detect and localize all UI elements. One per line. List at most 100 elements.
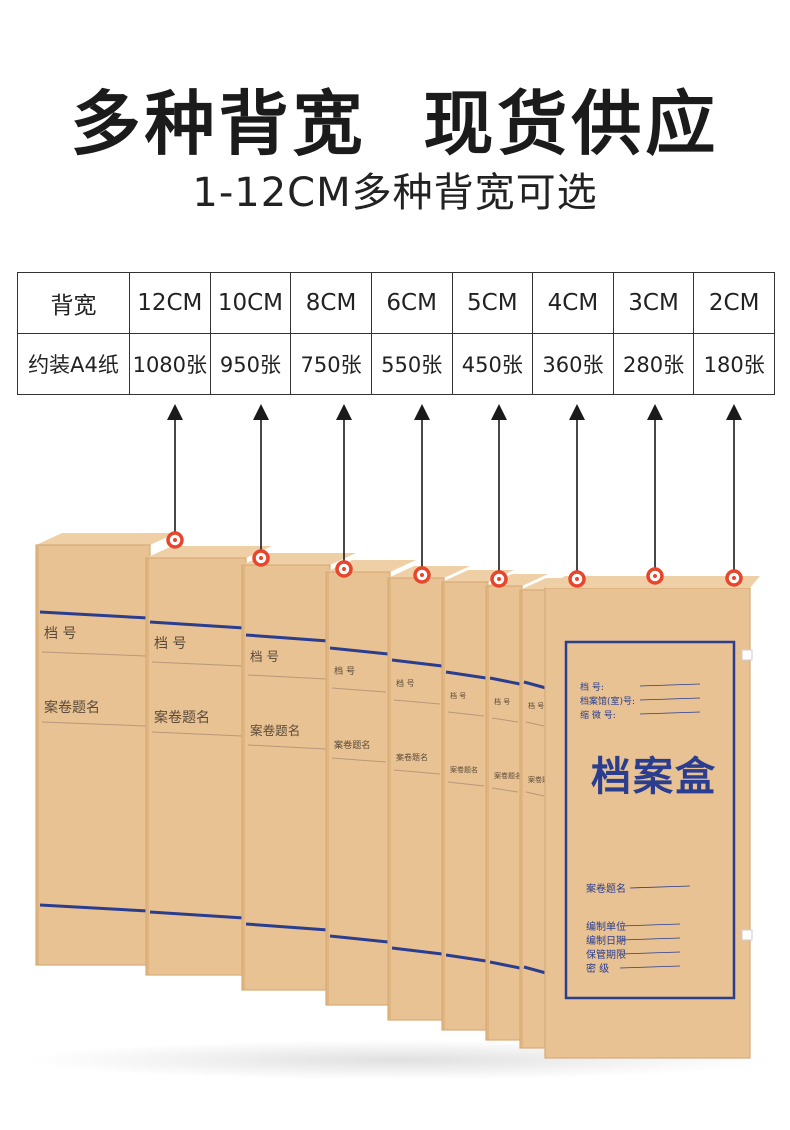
front-field-underline: [639, 697, 701, 701]
blue-band-top: [245, 633, 329, 643]
box-spine-face: [519, 589, 549, 1049]
box-edge: [520, 590, 523, 1048]
closure-tab: [741, 929, 753, 941]
width-cell: 2CM: [693, 272, 775, 334]
width-indicator-arrow: [335, 404, 353, 578]
spine-number-label: 档 号: [44, 626, 76, 642]
spine-number-label: 档 号: [250, 649, 279, 664]
box-edge: [146, 558, 149, 975]
front-field-archive: 档案馆(室)号:: [580, 695, 635, 707]
box-edge: [326, 572, 329, 1005]
box-edge: [388, 578, 391, 1020]
width-indicator-arrow: [568, 404, 586, 588]
width-indicator-arrow: [252, 404, 270, 567]
front-field-secret: 密 级: [586, 962, 609, 975]
field-line: [247, 674, 327, 680]
front-field-underline: [619, 951, 681, 955]
capacity-cell: 180张: [693, 333, 775, 395]
field-line: [447, 711, 485, 717]
red-marker-center: [259, 556, 263, 560]
blue-band-top: [445, 670, 487, 680]
blue-band-top: [523, 680, 547, 690]
box-edge: [36, 545, 39, 965]
capacity-cell: 550张: [370, 333, 453, 395]
closure-tab: [741, 649, 753, 661]
box-spine-face: [441, 581, 489, 1031]
spine-number-label: 档 号: [494, 697, 510, 706]
box-top: [242, 553, 356, 565]
spine-number-label: 档 号: [154, 636, 186, 652]
field-line: [331, 757, 387, 763]
field-line: [41, 651, 147, 657]
width-cell: 6CM: [370, 272, 453, 334]
width-row-label: 背宽: [17, 272, 130, 334]
spine-width-table: 背宽 12CM 10CM 8CM 6CM 5CM 4CM 3CM 2CM 约装A…: [17, 272, 775, 395]
capacity-cell: 280张: [612, 333, 695, 395]
spine-title-label: 案卷题名: [154, 709, 210, 726]
width-indicator-arrow: [490, 404, 508, 588]
blue-band-bottom: [523, 965, 547, 975]
field-line: [151, 731, 243, 737]
width-cell: 12CM: [129, 272, 211, 334]
width-cell: 8CM: [290, 272, 372, 334]
width-indicator-arrow: [725, 404, 743, 587]
red-marker-center: [653, 574, 657, 578]
spine-number-label: 档 号: [450, 691, 466, 700]
red-marker-center: [342, 567, 346, 571]
subheadline: 1-12CM多种背宽可选: [192, 170, 598, 216]
blue-band-bottom: [39, 903, 149, 913]
box-spine-face: [35, 544, 151, 966]
blue-band-top: [489, 676, 521, 686]
front-field-underline: [619, 923, 681, 927]
blue-band-bottom: [391, 946, 443, 956]
capacity-cell: 950张: [209, 333, 292, 395]
spine-title-label: 案卷题名: [44, 699, 100, 716]
field-line: [393, 699, 441, 705]
red-marker-center: [732, 576, 736, 580]
blue-band-top: [149, 620, 245, 630]
blue-band-bottom: [489, 960, 521, 970]
field-line: [525, 721, 545, 727]
spine-title-label: 案卷题名: [334, 739, 371, 751]
front-field-title: 案卷题名: [586, 882, 626, 895]
front-field-period: 保管期限: [586, 948, 626, 961]
spine-title-label: 案卷题名: [396, 752, 428, 762]
spine-title-label: 案卷题名: [494, 771, 522, 780]
spine-title-label: 案卷题名: [528, 775, 556, 784]
blue-band-top: [391, 658, 443, 668]
field-line: [525, 791, 545, 797]
spine-title-label: 案卷题名: [250, 723, 300, 738]
capacity-cell: 450张: [451, 333, 534, 395]
field-line: [41, 721, 147, 727]
box-top: [146, 546, 272, 558]
front-field-unit: 编制单位: [586, 920, 626, 933]
front-field-number: 档 号:: [580, 681, 604, 693]
headline: 多种背宽 现货供应: [70, 83, 720, 165]
field-line: [331, 687, 387, 693]
width-indicator-arrow: [646, 404, 664, 585]
field-line: [247, 744, 327, 750]
box-top: [36, 533, 176, 545]
spine-title-label: 案卷题名: [450, 765, 478, 774]
field-line: [491, 787, 519, 793]
capacity-cell: 1080张: [129, 333, 211, 395]
blue-band-top: [329, 646, 389, 656]
spine-number-label: 档 号: [396, 678, 415, 688]
field-line: [491, 717, 519, 723]
red-marker-center: [420, 573, 424, 577]
box-front-face: [544, 587, 751, 1059]
red-marker-center: [173, 538, 177, 542]
front-field-date: 编制日期: [586, 934, 626, 947]
box-edge: [486, 586, 489, 1040]
capacity-row-label: 约装A4纸: [17, 333, 130, 395]
width-indicator-arrow: [413, 404, 431, 584]
field-line: [151, 661, 243, 667]
box-spine-face: [485, 585, 523, 1041]
front-field-underline: [619, 937, 681, 941]
